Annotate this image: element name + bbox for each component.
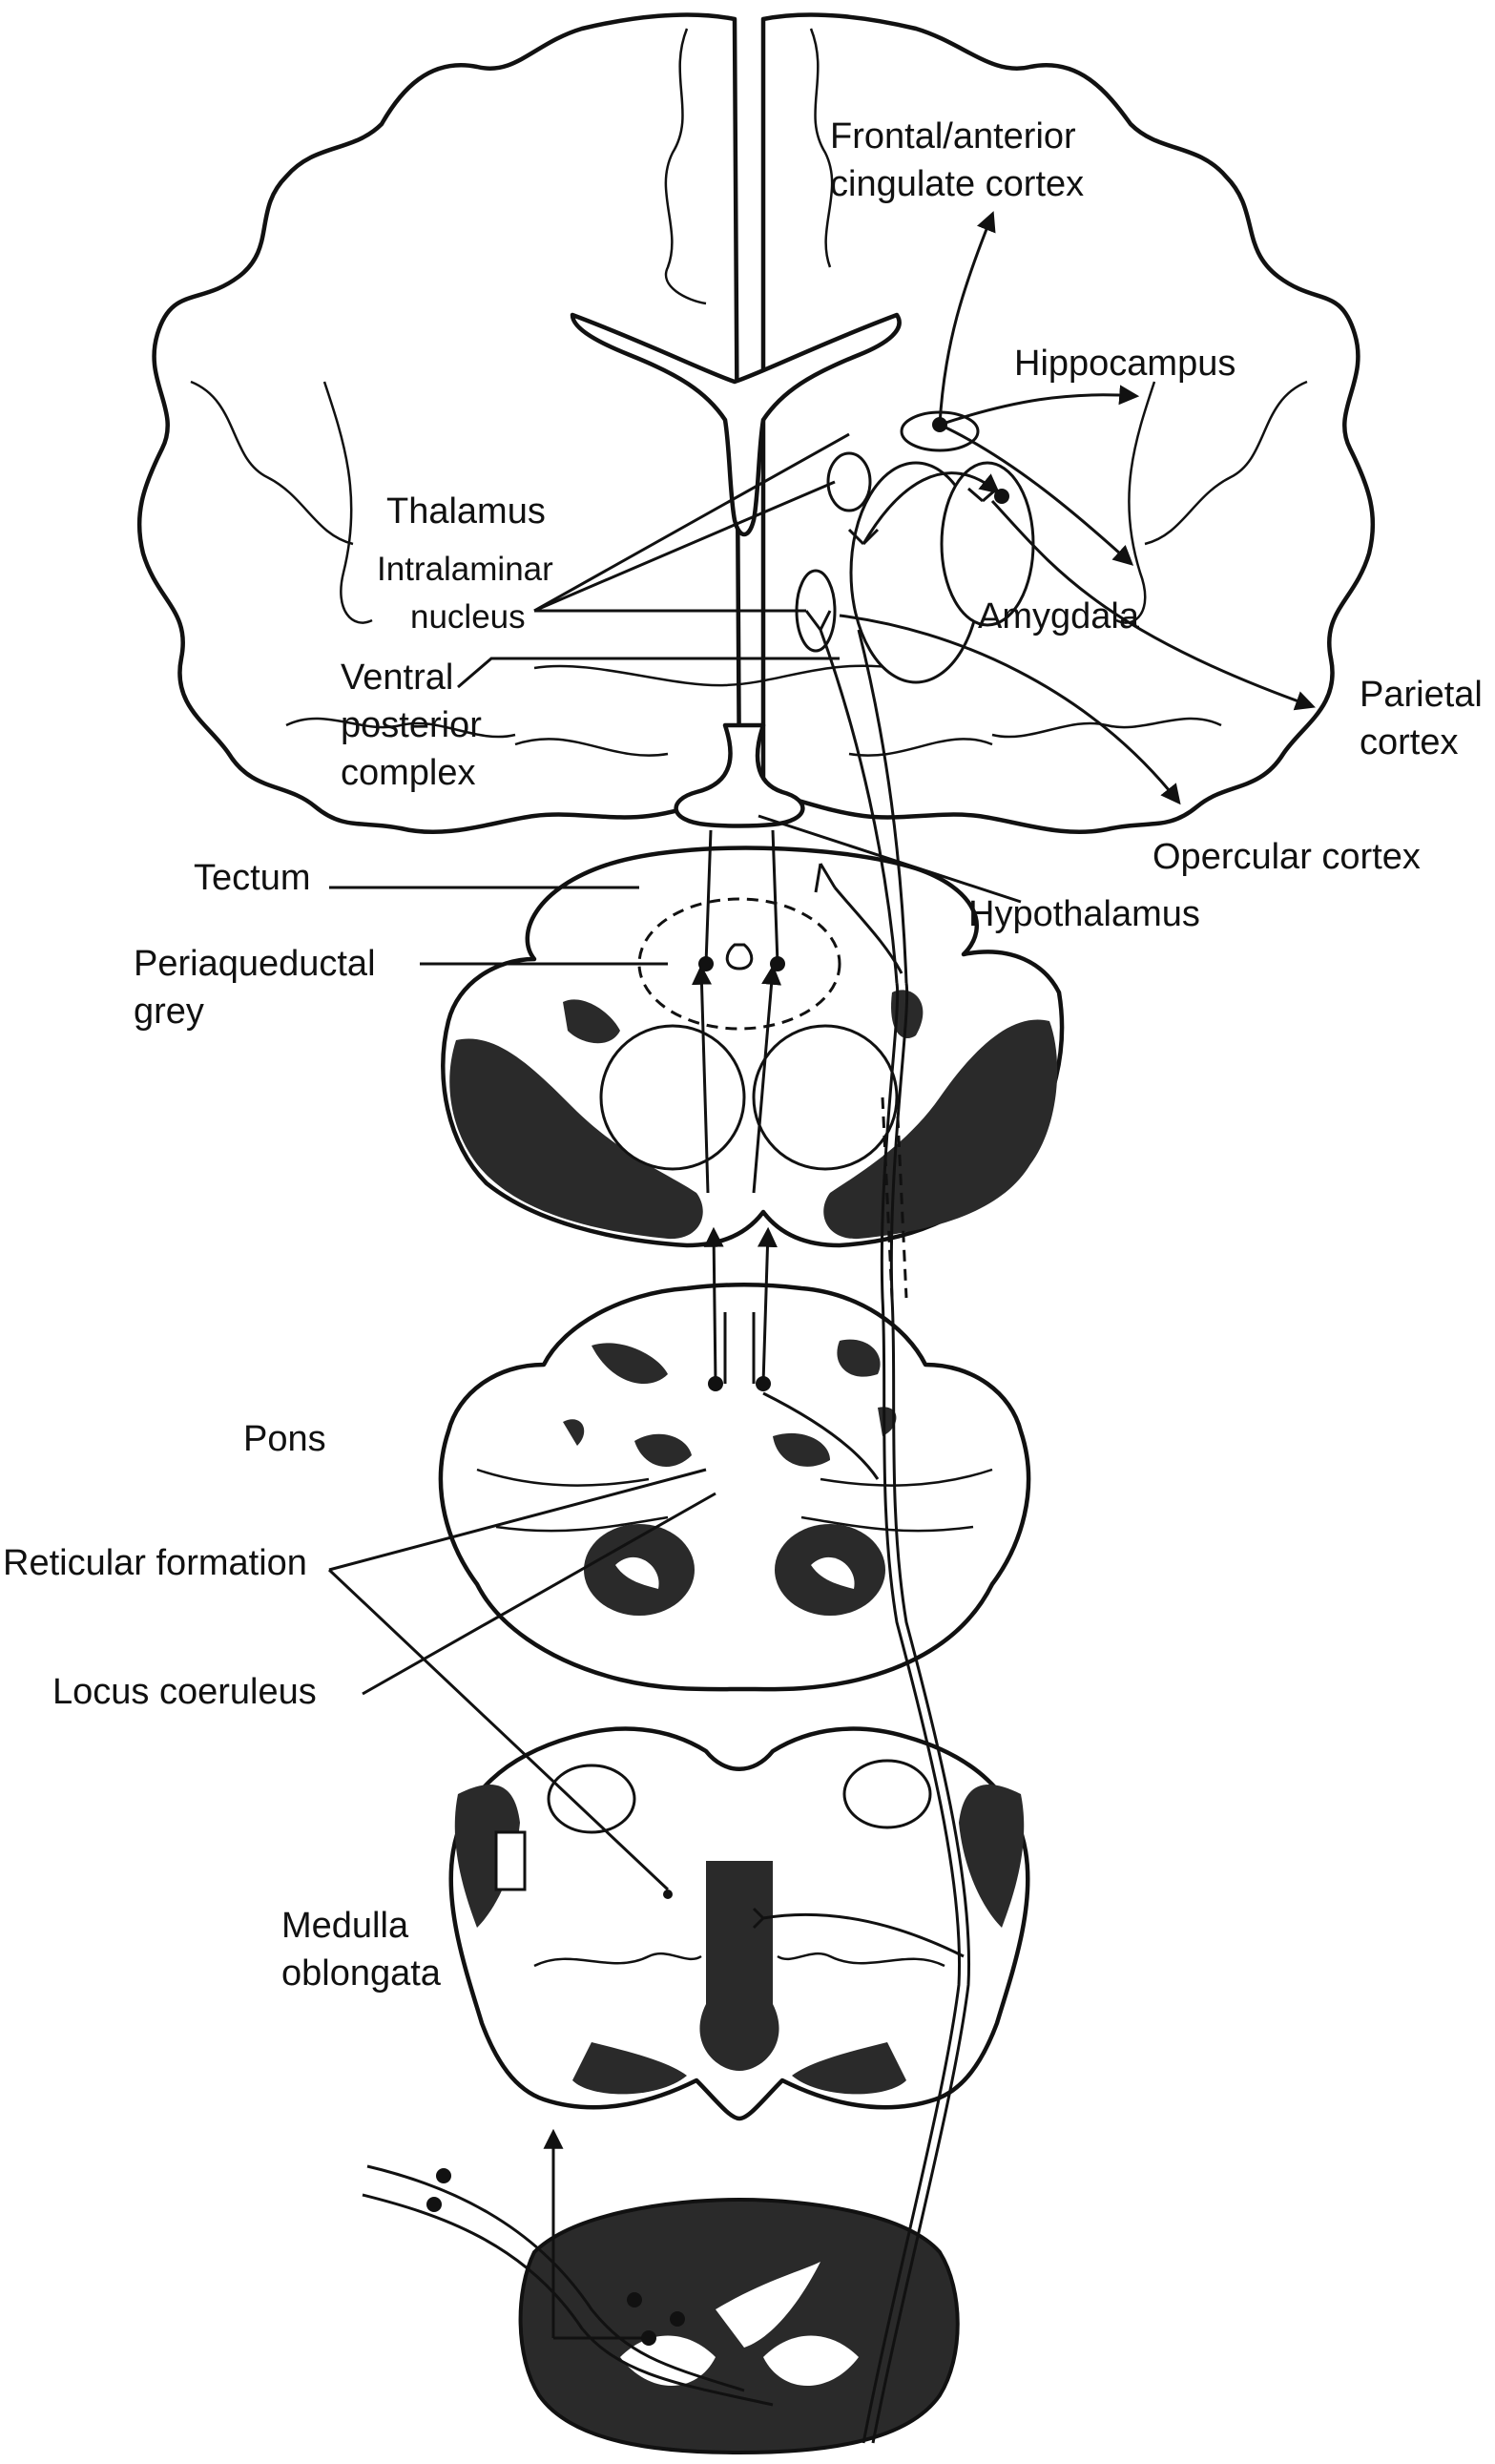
label-medulla-oblongata: Medulla bbox=[281, 1906, 409, 1946]
label-ventral-posterior-3: complex bbox=[341, 753, 476, 793]
third-ventricle bbox=[674, 722, 805, 828]
label-pons: Pons bbox=[243, 1419, 326, 1459]
label-parietal-cortex: Parietal bbox=[1360, 675, 1483, 715]
label-periaqueductal-grey: Periaqueductal bbox=[134, 944, 376, 984]
label-thalamus: Thalamus bbox=[386, 491, 546, 532]
left-hemisphere-outline bbox=[136, 12, 742, 835]
label-frontal-cortex-2: cingulate cortex bbox=[830, 164, 1084, 204]
label-intralaminar-nucleus: Intralaminar bbox=[377, 551, 553, 588]
intralaminar-nucleus-shape bbox=[826, 451, 872, 512]
label-ventral-posterior: Ventral bbox=[341, 658, 453, 698]
spinal-cord-section bbox=[518, 2197, 960, 2455]
brain-coronal-section bbox=[136, 12, 1376, 835]
label-tectum: Tectum bbox=[194, 858, 310, 898]
medulla-section bbox=[448, 1726, 1030, 2121]
pons-section bbox=[438, 1283, 1031, 1692]
label-intralaminar-nucleus-2: nucleus bbox=[410, 598, 526, 636]
label-hippocampus: Hippocampus bbox=[1014, 344, 1235, 384]
periaqueductal-grey-region bbox=[637, 897, 841, 1031]
label-locus-coeruleus: Locus coeruleus bbox=[52, 1672, 317, 1712]
midbrain-section bbox=[441, 846, 1065, 1248]
label-ventral-posterior-2: posterior bbox=[341, 705, 482, 745]
leader-lines bbox=[327, 432, 1022, 1891]
label-reticular-formation: Reticular formation bbox=[3, 1543, 307, 1583]
label-medulla-oblongata-2: oblongata bbox=[281, 1953, 442, 1994]
lateral-ventricle bbox=[570, 312, 902, 537]
label-opercular-cortex: Opercular cortex bbox=[1152, 837, 1421, 877]
label-amygdala: Amygdala bbox=[978, 596, 1140, 637]
label-parietal-cortex-2: cortex bbox=[1360, 722, 1458, 762]
pathway-lines bbox=[362, 211, 1316, 2444]
label-periaqueductal-grey-2: grey bbox=[134, 992, 204, 1032]
label-hypothalamus: Hypothalamus bbox=[968, 894, 1200, 934]
labels: Frontal/anterior cingulate cortex Hippoc… bbox=[3, 116, 1483, 1994]
label-frontal-cortex: Frontal/anterior bbox=[830, 116, 1076, 157]
